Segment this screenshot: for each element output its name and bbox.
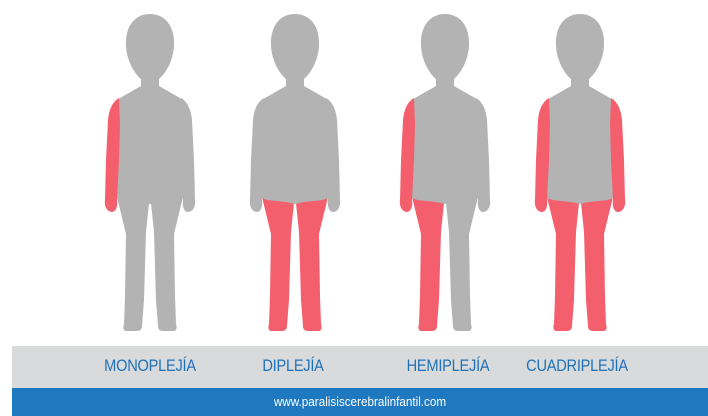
figure-diplejia — [250, 14, 340, 331]
figures-illustration — [0, 0, 708, 345]
left-leg-shape — [296, 197, 328, 331]
left-leg-shape — [581, 197, 613, 331]
head-shape — [556, 14, 604, 88]
torso-shape — [115, 86, 185, 204]
label-cuadriplejia: CUADRIPLEJÍA — [526, 356, 628, 376]
head-shape — [126, 14, 174, 88]
label-band: MONOPLEJÍA DIPLEJÍA HEMIPLEJÍA CUADRIPLE… — [12, 346, 708, 388]
torso-shape — [410, 86, 480, 204]
left-leg-shape — [446, 197, 478, 331]
torso-shape — [545, 86, 615, 204]
torso-shape — [260, 86, 330, 204]
figures-row — [0, 0, 708, 345]
label-hemiplejia: HEMIPLEJÍA — [407, 356, 490, 376]
label-monoplejia: MONOPLEJÍA — [104, 356, 196, 376]
footer-bar: www.paralisiscerebralinfantil.com — [12, 388, 708, 416]
right-leg-shape — [547, 197, 579, 331]
figure-cuadriplejia — [535, 14, 625, 331]
left-leg-shape — [151, 197, 183, 331]
right-leg-shape — [262, 197, 294, 331]
label-diplejia: DIPLEJÍA — [262, 356, 323, 376]
head-shape — [421, 14, 469, 88]
right-leg-shape — [117, 197, 149, 331]
head-shape — [271, 14, 319, 88]
figure-monoplejia — [105, 14, 195, 331]
website-url: www.paralisiscerebralinfantil.com — [274, 394, 446, 409]
right-leg-shape — [412, 197, 444, 331]
figure-hemiplejia — [400, 14, 490, 331]
